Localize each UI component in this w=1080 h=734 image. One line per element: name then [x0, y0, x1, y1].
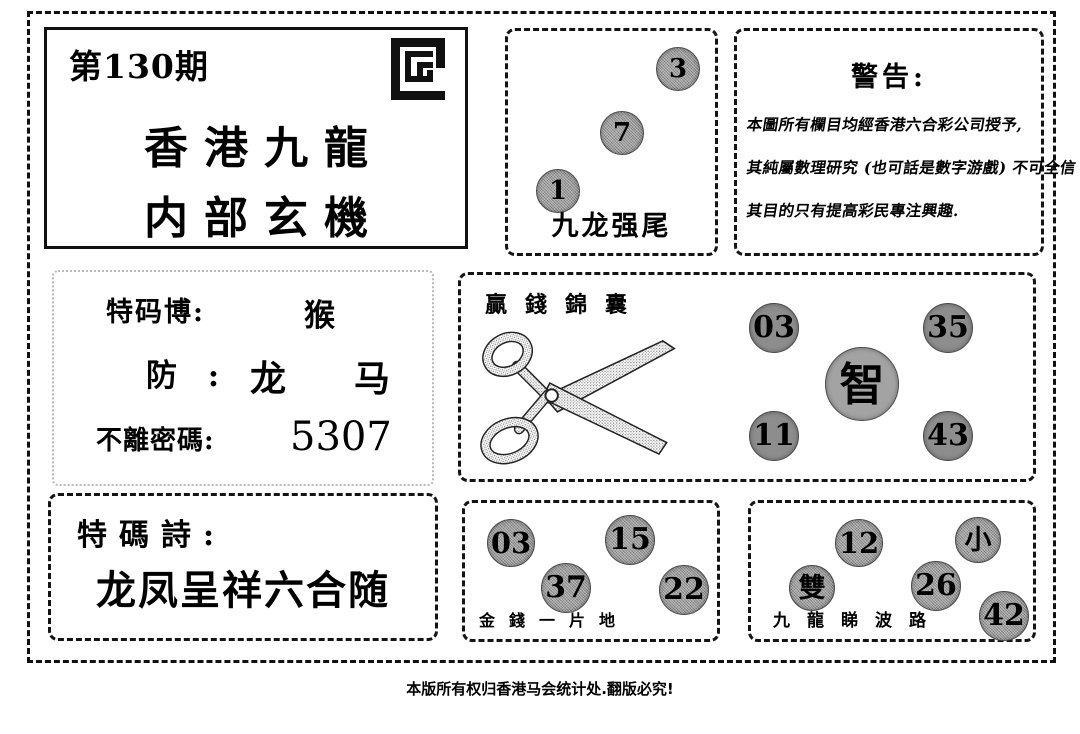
- poem-panel: 特碼詩: 龙凤呈祥六合随: [48, 493, 438, 641]
- coin-field-caption: 金錢一片地: [479, 611, 630, 630]
- money-bag-ball: 03: [749, 303, 799, 353]
- page-title-line-2: 内部玄機: [144, 193, 384, 244]
- wave-road-caption: 九龍睇波路: [773, 611, 943, 631]
- coin-field-ball: 03: [487, 519, 535, 567]
- wave-road-ball: 12: [835, 519, 883, 567]
- page-title-line-1: 香港九龍: [144, 123, 384, 174]
- wave-road-ball: 26: [911, 561, 961, 611]
- special-code-label: 特码博:: [106, 297, 205, 328]
- warning-line-1: 本圖所有欄目均經香港六合彩公司授予,: [745, 115, 1025, 134]
- money-bag-ball: 35: [923, 303, 973, 353]
- coin-field-ball: 37: [541, 563, 591, 613]
- poem-text: 龙凤呈祥六合随: [96, 567, 390, 614]
- scissors-icon: [480, 331, 676, 465]
- issue-number: 第130期: [69, 47, 209, 86]
- poem-label: 特碼詩:: [77, 518, 227, 553]
- money-bag-panel: 贏錢錦囊 03 35: [458, 272, 1036, 482]
- defense-value-b: 马: [354, 358, 391, 400]
- coin-field-panel: 03 15 37 22 金錢一片地: [462, 500, 720, 642]
- wave-road-panel: 12 小雙 26 42 九龍睇波路: [748, 500, 1036, 642]
- warning-line-3: 其目的只有提高彩民專注興趣.: [745, 201, 961, 220]
- warning-title: 警告:: [851, 62, 927, 93]
- money-bag-ball: 11: [749, 411, 799, 461]
- wave-road-ball: 雙: [789, 565, 835, 611]
- title-panel: 第130期 香港九龍 内部玄機: [44, 27, 468, 249]
- money-bag-ball: 43: [923, 411, 973, 461]
- lucky-tail-ball: 1: [536, 169, 580, 213]
- coin-field-ball: 15: [605, 515, 655, 565]
- defense-value-a: 龙: [250, 358, 287, 400]
- warning-line-2: 其純屬數理研究 (也可話是數字游戲) 不可全信: [745, 158, 1078, 177]
- seal-stamp-icon: [391, 38, 445, 100]
- wave-road-ball: 42: [979, 591, 1029, 641]
- lucky-tail-caption: 九龙强尾: [551, 211, 672, 242]
- money-bag-title: 贏錢錦囊: [485, 292, 646, 318]
- coin-field-ball: 22: [659, 565, 709, 615]
- footer-copyright: 本版所有权归香港马会统计处.翻版必究!: [406, 680, 674, 698]
- special-code-value: 猴: [304, 298, 335, 334]
- lucky-tail-ball: 3: [656, 47, 700, 91]
- secret-code-label: 不離密碼:: [96, 426, 215, 456]
- outer-page-border: [27, 11, 1056, 663]
- defense-label: 防 :: [146, 358, 230, 394]
- warning-panel: 警告: 本圖所有欄目均經香港六合彩公司授予, 其純屬數理研究 (也可話是數字游戲…: [734, 28, 1078, 256]
- secret-code-value: 5307: [290, 414, 392, 460]
- lucky-tail-ball: 7: [600, 111, 644, 155]
- special-code-panel: 特码博: 猴 防 : 龙 马 不離密碼: 5307: [52, 270, 434, 486]
- money-bag-ball: 智: [825, 347, 899, 421]
- wave-road-ball: 小: [955, 517, 1001, 563]
